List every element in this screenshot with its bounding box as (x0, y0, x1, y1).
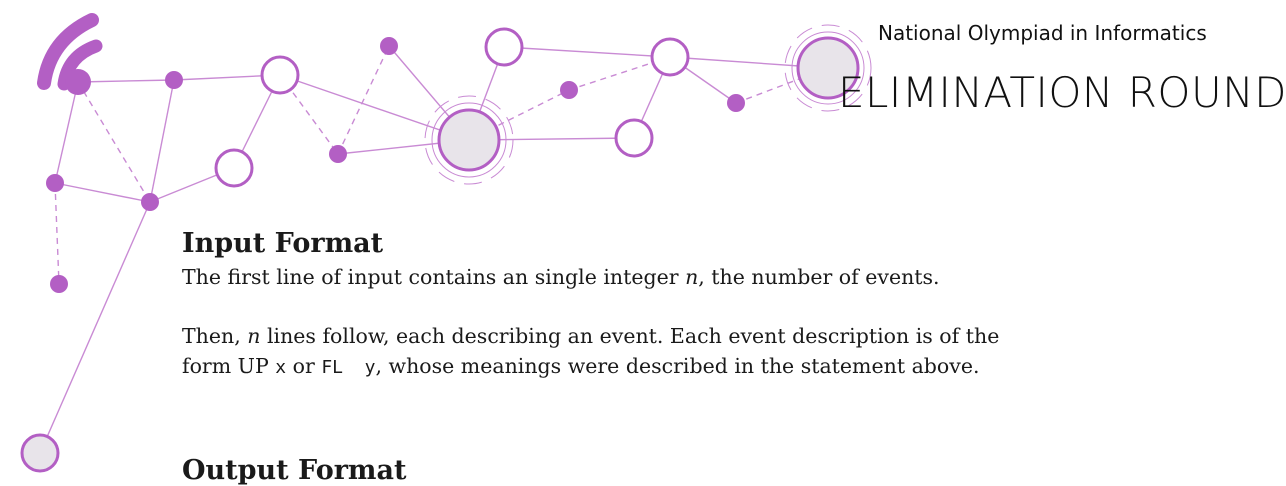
code-inline: x (275, 357, 287, 378)
paragraph-first-line: The first line of input contains an sing… (182, 262, 940, 292)
wifi-signal-icon (37, 13, 103, 91)
organization-name: National Olympiad in Informatics (878, 21, 1207, 45)
next-section-heading: Output Format (182, 455, 407, 486)
network-node (50, 275, 68, 293)
paragraph-events: Then, n lines follow, each describing an… (182, 321, 999, 383)
network-node (165, 71, 183, 89)
text-span: form UP (182, 354, 276, 378)
network-node (46, 174, 64, 192)
network-node (65, 69, 91, 95)
network-node-hollow (484, 27, 524, 67)
network-node (727, 94, 745, 112)
network-node-hollow (614, 118, 654, 158)
math-variable: n (685, 265, 699, 289)
code-inline: FL y (321, 357, 376, 378)
network-node-large (437, 108, 501, 172)
text-span: , whose meanings were described in the s… (375, 354, 980, 378)
network-node-hollow (260, 55, 300, 95)
text-span: The first line of input contains an sing… (182, 265, 686, 289)
text-span: or (286, 354, 322, 378)
section-heading: Input Format (182, 228, 384, 259)
network-node (560, 81, 578, 99)
network-node (141, 193, 159, 211)
network-node-hollow (650, 37, 690, 77)
network-node-large (796, 36, 860, 100)
network-node (329, 145, 347, 163)
network-node-large (20, 433, 60, 473)
math-variable: n (247, 324, 261, 348)
text-span: Then, (182, 324, 248, 348)
round-title: ELIMINATION ROUND (838, 68, 1286, 117)
text-span: lines follow, each describing an event. … (260, 324, 1000, 348)
network-node (380, 37, 398, 55)
network-node-hollow (214, 148, 254, 188)
text-span: , the number of events. (698, 265, 940, 289)
